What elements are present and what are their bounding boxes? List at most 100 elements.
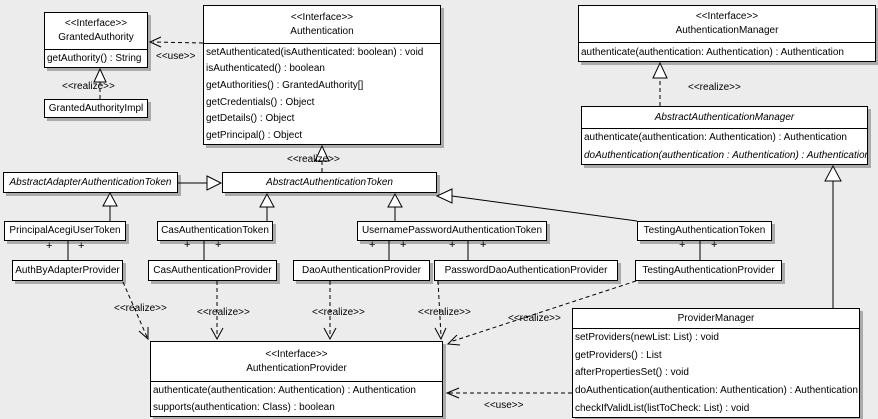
open-arrowhead <box>148 36 162 48</box>
class-name: AbstractAuthenticationToken <box>266 176 393 188</box>
class-provider-manager[interactable]: ProviderManager setProviders(newList: Lis… <box>572 308 860 418</box>
class-auth-by-adapter-provider[interactable]: AuthByAdapterProvider <box>12 260 123 281</box>
class-name: PrincipalAcegiUserToken <box>9 225 121 236</box>
plus-mark: + <box>449 239 456 251</box>
class-name: TestingAuthenticationToken <box>643 225 766 236</box>
method-list: getAuthority() : String <box>45 50 147 67</box>
class-abstract-authentication-token[interactable]: AbstractAuthenticationToken <box>222 172 437 193</box>
class-username-password-authentication-token[interactable]: UsernamePasswordAuthenticationToken <box>357 221 547 241</box>
class-authentication-manager[interactable]: <<Interface>> AuthenticationManager authen… <box>578 5 876 62</box>
class-name: AuthenticationProvider <box>246 362 347 374</box>
class-header: <<Interface>> AuthenticationProvider <box>151 342 442 382</box>
class-testing-authentication-token[interactable]: TestingAuthenticationToken <box>637 221 772 241</box>
open-arrowhead <box>445 387 460 399</box>
class-granted-authority[interactable]: <<Interface>> GrantedAuthority getAuthorit… <box>44 12 148 68</box>
class-header: DaoAuthenticationProvider <box>294 261 429 280</box>
class-header: AbstractAdapterAuthenticationToken <box>4 173 177 192</box>
plus-mark: + <box>78 240 85 252</box>
generalization-triangle <box>102 191 118 207</box>
class-name: ProviderManager <box>677 312 755 324</box>
stereotype-label: <<Interface>> <box>290 11 354 23</box>
class-password-dao-authentication-provider[interactable]: PasswordDaoAuthenticationProvider <box>434 260 618 281</box>
plus-mark: + <box>369 239 376 251</box>
plus-mark: + <box>184 239 191 251</box>
method-label: isAuthenticated() : boolean <box>206 63 325 75</box>
generalization-triangle <box>259 192 275 208</box>
method-label: getPrincipal() : Object <box>206 130 303 142</box>
class-header: TestingAuthenticationToken <box>638 222 771 240</box>
class-name: Authentication <box>290 25 354 37</box>
class-authentication[interactable]: <<Interface>> Authentication setAuthentica… <box>203 5 441 145</box>
class-abstract-authentication-manager[interactable]: AbstractAuthenticationManager authenticat… <box>581 106 868 165</box>
method-list: setAuthenticated(isAuthenticated: boolea… <box>204 44 440 144</box>
open-arrowhead <box>446 334 461 346</box>
method-list: authenticate(authentication: Authenticat… <box>151 382 442 416</box>
class-name: DaoAuthenticationProvider <box>302 264 421 276</box>
edge-label-realize-password-dao: <<realize>> <box>418 307 471 318</box>
method-label: authenticate(authentication: Authenticat… <box>153 385 416 396</box>
edge-label-realize-cas: <<realize>> <box>197 307 250 318</box>
class-header: <<Interface>> Authentication <box>204 6 440 44</box>
class-name: AuthenticationManager <box>675 25 779 36</box>
edge-label-realize-testing: <<realize>> <box>508 313 561 324</box>
edge-label-realize-authentication-manager: <<realize>> <box>688 82 741 93</box>
class-header: PrincipalAcegiUserToken <box>5 222 125 240</box>
class-testing-authentication-provider[interactable]: TestingAuthenticationProvider <box>635 260 782 281</box>
method-label: setProviders(newList: List) : void <box>575 332 719 344</box>
open-arrowhead <box>323 327 337 341</box>
class-name: GrantedAuthority <box>58 32 134 43</box>
stereotype-label: <<Interface>> <box>265 348 328 360</box>
class-header: <<Interface>> GrantedAuthority <box>45 13 147 50</box>
generalization-triangle <box>652 61 668 79</box>
edge-label-realize-authentication: <<realize>> <box>287 154 340 165</box>
method-label: getDetails() : Object <box>206 113 295 125</box>
method-label: getCredentials() : Object <box>206 96 315 108</box>
class-name: GrantedAuthorityImpl <box>48 102 144 114</box>
plus-mark: + <box>679 239 686 251</box>
open-arrowhead <box>138 327 149 341</box>
class-name: PasswordDaoAuthenticationProvider <box>444 264 608 276</box>
class-header: ProviderManager <box>573 309 859 329</box>
plus-mark: + <box>711 239 718 251</box>
stereotype-label: <<Interface>> <box>64 18 128 29</box>
generalization-triangle <box>824 164 842 182</box>
class-dao-authentication-provider[interactable]: DaoAuthenticationProvider <box>293 260 430 281</box>
class-header: UsernamePasswordAuthenticationToken <box>358 222 546 240</box>
method-label: doAuthentication(authentication : Authen… <box>584 149 867 161</box>
method-label: doAuthentication(authentication: Authent… <box>575 385 858 397</box>
class-header: CasAuthenticationToken <box>158 222 272 240</box>
dependency-line <box>152 41 204 44</box>
generalization-triangle <box>206 175 223 191</box>
method-label: authenticate(authentication: Authenticat… <box>584 132 847 144</box>
class-cas-authentication-provider[interactable]: CasAuthenticationProvider <box>148 260 277 281</box>
class-header: <<Interface>> AuthenticationManager <box>579 6 875 43</box>
class-granted-authority-impl[interactable]: GrantedAuthorityImpl <box>44 99 148 118</box>
class-header: AbstractAuthenticationToken <box>223 173 436 192</box>
class-header: AuthByAdapterProvider <box>13 261 122 280</box>
method-list: authenticate(authentication: Authenticat… <box>579 43 875 61</box>
method-label: checkIfValidList(listToCheck: List) : vo… <box>575 402 750 414</box>
association-line <box>451 195 638 222</box>
class-name: AbstractAuthenticationManager <box>654 111 795 123</box>
class-header: PasswordDaoAuthenticationProvider <box>435 261 617 280</box>
class-name: CasAuthenticationProvider <box>153 264 272 276</box>
plus-mark: + <box>480 239 487 251</box>
generalization-triangle <box>387 192 403 208</box>
edge-label-use-authentication-provider: <<use>> <box>484 400 524 411</box>
class-cas-authentication-token[interactable]: CasAuthenticationToken <box>157 221 273 241</box>
class-header: CasAuthenticationProvider <box>149 261 276 280</box>
class-principal-acegi-user-token[interactable]: PrincipalAcegiUserToken <box>4 221 126 241</box>
class-authentication-provider[interactable]: <<Interface>> AuthenticationProvider authe… <box>150 341 443 417</box>
class-name: UsernamePasswordAuthenticationToken <box>361 225 543 236</box>
generalization-triangle <box>435 188 453 204</box>
plus-mark: + <box>215 239 222 251</box>
stereotype-label: <<Interface>> <box>695 11 759 22</box>
class-name: AuthByAdapterProvider <box>15 264 120 276</box>
class-header: TestingAuthenticationProvider <box>636 261 781 280</box>
method-label: supports(authentication: Class) : boolea… <box>153 402 335 413</box>
edge-label-use-granted-authority: <<use>> <box>156 51 196 62</box>
edge-label-realize-granted-authority: <<realize>> <box>62 81 115 92</box>
class-abstract-adapter-authentication-token[interactable]: AbstractAdapterAuthenticationToken <box>3 172 178 193</box>
